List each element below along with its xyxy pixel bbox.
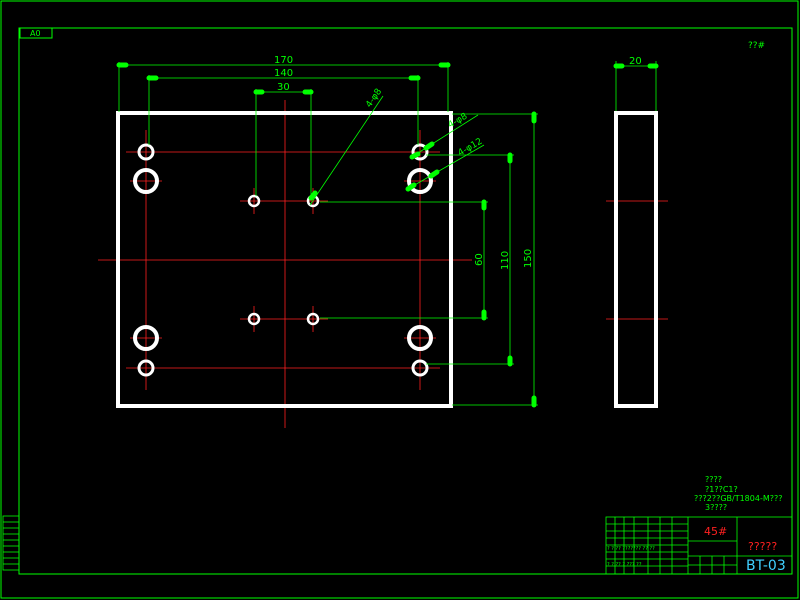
title-block-row-a: ? ? ?? ??????? ?? ?? (607, 546, 655, 552)
hole-small-4 (306, 312, 320, 326)
hole-phi8-bottom-left (137, 359, 155, 377)
center-lines (98, 100, 472, 428)
sheet-size-tag (19, 27, 53, 39)
note-heading: ???? (705, 475, 722, 484)
inner-border (18, 27, 793, 575)
note-line-2: ?1??C1? (705, 485, 738, 494)
hole-phi8-top-left (137, 143, 155, 161)
hole-phi12-bottom-left (133, 325, 159, 351)
material-label: 45# (704, 525, 727, 538)
dimension-arrows (116, 62, 659, 408)
drawing-number: BT-03 (746, 558, 786, 574)
side-view-outline (614, 111, 658, 408)
dim-170: 170 (274, 55, 293, 66)
sheet-size-label: A0 (30, 29, 41, 38)
hole-phi12-top-right (407, 168, 433, 194)
title-block-grid (605, 516, 793, 575)
hole-small-3 (247, 312, 261, 326)
part-name: ????? (748, 540, 777, 553)
note-line-3: ???2??GB/T1804-M??? (694, 494, 782, 503)
dim-140: 140 (274, 68, 293, 79)
dimension-lines (118, 61, 657, 406)
surface-finish-mark: ??# (748, 41, 765, 51)
hole-phi12-bottom-right (407, 325, 433, 351)
hole-phi12-top-left (133, 168, 159, 194)
hole-phi8-bottom-right (411, 359, 429, 377)
holes (133, 143, 433, 377)
title-block-row-b: ? ? ?? ? ??? ?? (607, 562, 642, 568)
dim-30: 30 (277, 82, 290, 93)
dim-60: 60 (474, 253, 485, 266)
note-line-4: 3???? (705, 503, 727, 512)
plate-outline (116, 111, 453, 408)
left-margin-table (2, 515, 20, 571)
dim-150: 150 (523, 249, 534, 268)
dim-20: 20 (629, 56, 642, 67)
hole-small-1 (247, 194, 261, 208)
hole-phi8-top-right (411, 143, 429, 161)
dim-110: 110 (500, 251, 511, 270)
